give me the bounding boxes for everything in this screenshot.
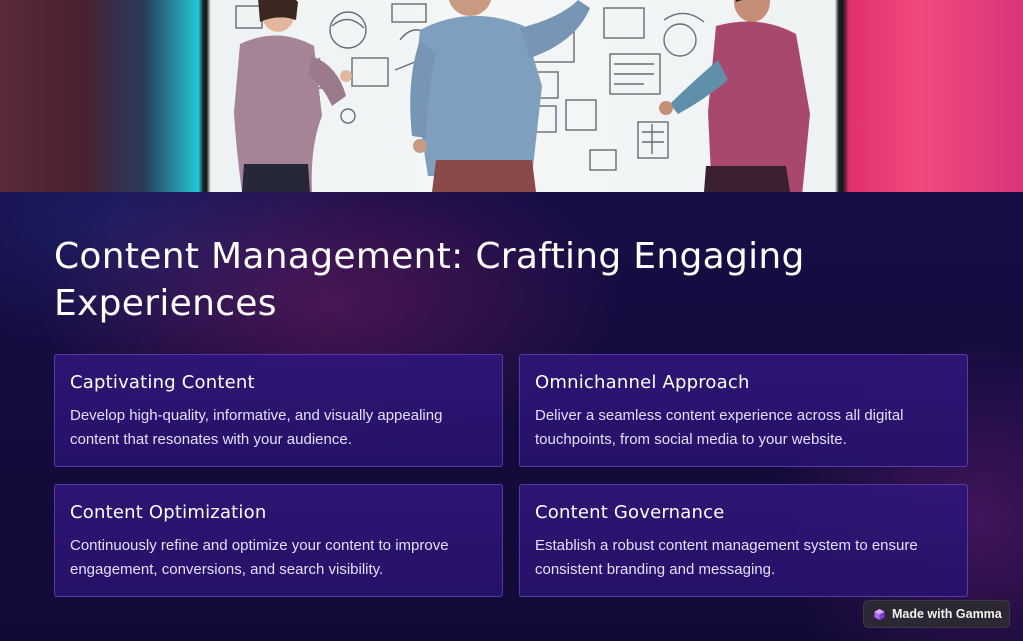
person-left <box>234 0 352 192</box>
card-content-optimization: Content Optimization Continuously refine… <box>54 484 503 597</box>
badge-label: Made with Gamma <box>892 607 1002 621</box>
card-body: Establish a robust content management sy… <box>535 537 918 578</box>
card-title: Omnichannel Approach <box>535 372 750 393</box>
card-body: Deliver a seamless content experience ac… <box>535 407 904 448</box>
card-content-governance: Content Governance Establish a robust co… <box>519 484 968 597</box>
card-title: Content Optimization <box>70 502 267 523</box>
gamma-logo-icon <box>874 608 885 620</box>
page-title: Content Management: Crafting Engaging Ex… <box>54 236 805 324</box>
person-right <box>659 0 810 192</box>
card-body: Continuously refine and optimize your co… <box>70 537 449 578</box>
card-captivating-content: Captivating Content Develop high-quality… <box>54 354 503 467</box>
hero-image <box>0 0 1023 192</box>
card-omnichannel-approach: Omnichannel Approach Deliver a seamless … <box>519 354 968 467</box>
card-body: Develop high-quality, informative, and v… <box>70 407 443 448</box>
card-title: Content Governance <box>535 502 725 523</box>
person-center <box>410 0 590 192</box>
whiteboard-team-photo <box>234 0 810 192</box>
card-title: Captivating Content <box>70 372 255 393</box>
made-with-gamma-badge[interactable]: Made with Gamma <box>863 600 1010 628</box>
